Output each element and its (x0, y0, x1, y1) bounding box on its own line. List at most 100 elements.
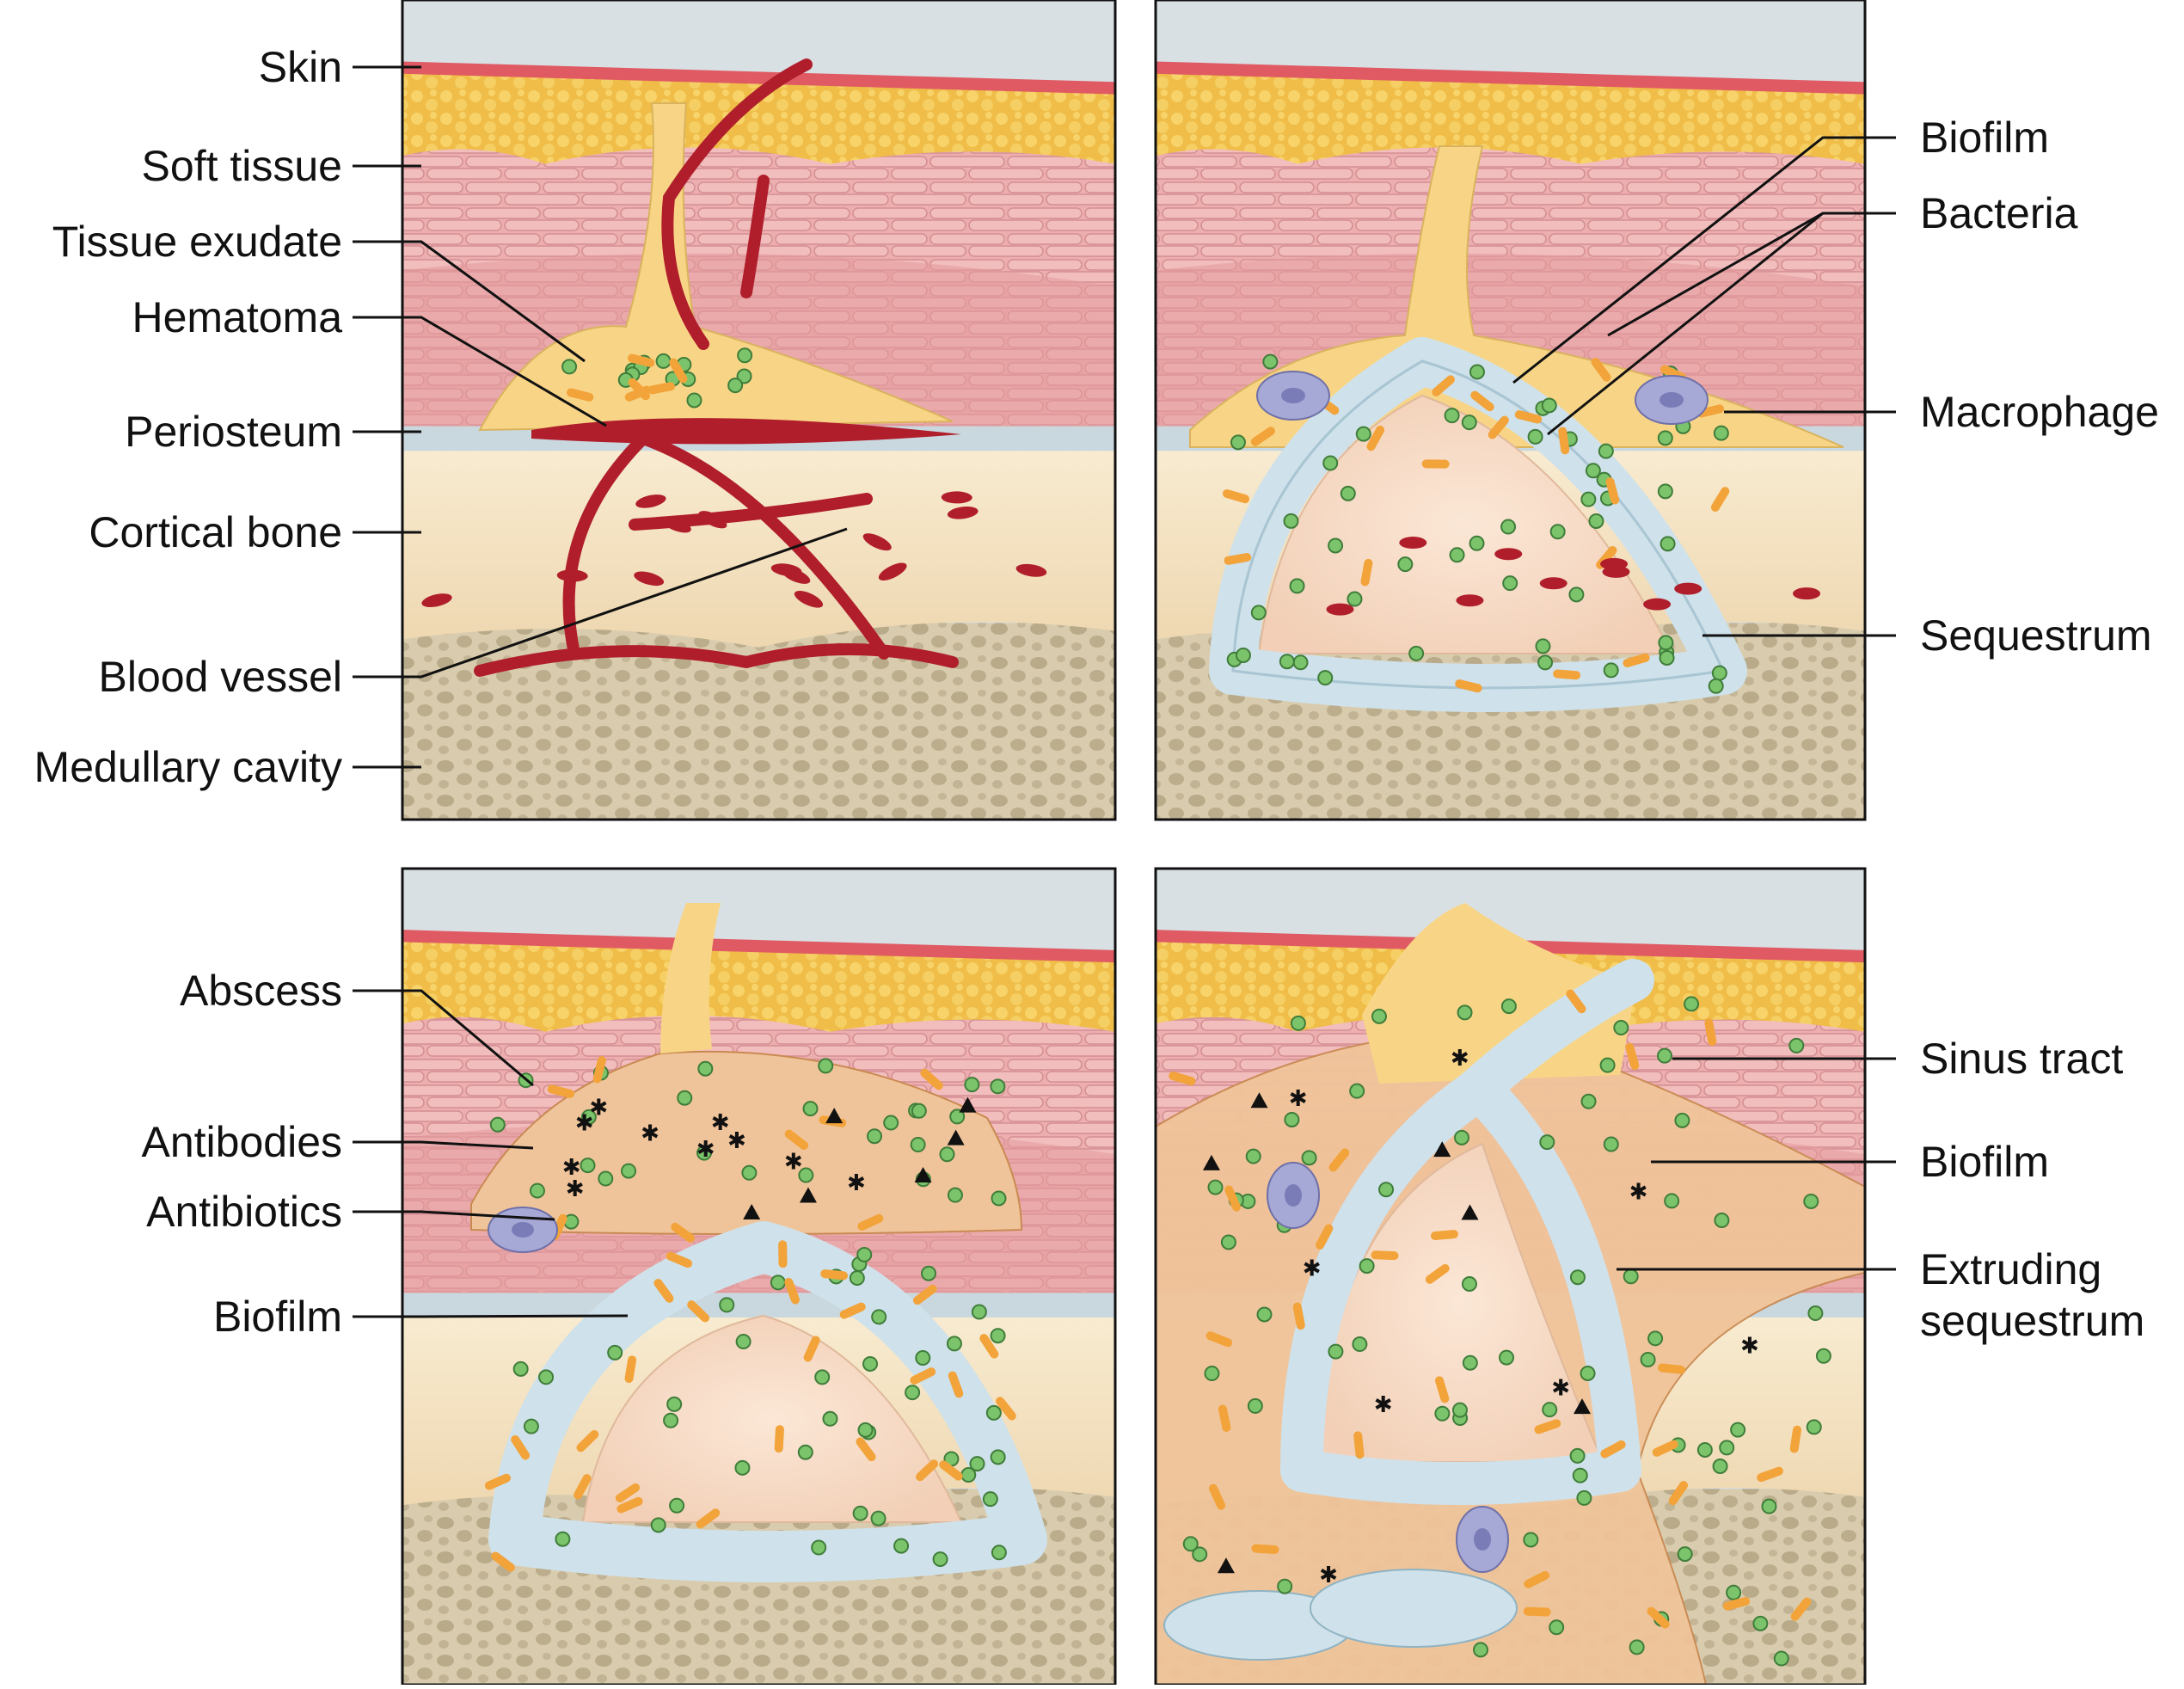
bacterium-coccus (862, 1355, 879, 1372)
bacterium-coccus (985, 1404, 1002, 1421)
bacterium-coccus (990, 1078, 1006, 1095)
bacterium-coccus (1806, 1419, 1822, 1435)
bacterium-coccus (1347, 591, 1363, 607)
bacterium-rod (1328, 1148, 1350, 1172)
bacterium-rod (1696, 404, 1725, 418)
bacterium-coccus (1807, 1305, 1824, 1322)
bacterium-rod (1553, 669, 1581, 680)
bacterium-coccus (1245, 1148, 1261, 1164)
bacterium-rod (1425, 1263, 1450, 1284)
bacterium-rod (624, 385, 652, 402)
bacterium-coccus (1588, 513, 1604, 529)
bacterium-coccus (1569, 1269, 1586, 1286)
bacterium-coccus (949, 1109, 966, 1125)
bacterium-coccus (1803, 1193, 1819, 1209)
bacterium-coccus (982, 1491, 998, 1508)
macrophage-nucleus (1659, 392, 1684, 408)
bacterium-rod (1488, 415, 1509, 439)
bacterium-coccus (857, 1422, 874, 1438)
panel-1-frame (401, 0, 1117, 821)
bacterium-rod (547, 1084, 575, 1098)
leader-line (353, 240, 586, 363)
bacterium-coccus (871, 1309, 887, 1325)
bacterium-rod (1524, 1570, 1550, 1588)
antibiotic-mark (1574, 1398, 1592, 1415)
bacterium-coccus (538, 1369, 555, 1385)
antibody-mark: ✱ (847, 1170, 866, 1196)
bacterium-coccus (512, 1360, 529, 1377)
bacterium-coccus (1539, 1134, 1555, 1151)
bacterium-rod (1455, 679, 1482, 693)
bacterium-rod (1605, 477, 1620, 505)
leader-line (353, 1210, 555, 1221)
antibody-mark: ✱ (727, 1128, 746, 1154)
leader-line (353, 316, 607, 427)
bacterium-rod (1169, 1072, 1196, 1086)
bacterium-coccus (1322, 455, 1339, 471)
vessel-section (1326, 603, 1354, 616)
bacterium-coccus (893, 1538, 910, 1554)
biofilm (488, 1221, 1047, 1582)
bacterium-coccus (991, 1190, 1007, 1207)
antibiotic-mark (825, 1108, 844, 1124)
label-blood-vessel: Blood vessel (98, 653, 343, 701)
panel-1 (402, 0, 1115, 820)
antibody-mark: ✱ (575, 1110, 594, 1136)
bacterium-coccus (1580, 491, 1597, 507)
bacterium-coccus (1499, 1349, 1515, 1366)
bacterium-coccus (1461, 415, 1477, 431)
bacterium-rod (1470, 390, 1494, 412)
bacterium-rod (1434, 1376, 1450, 1403)
bacterium-coccus (598, 1170, 614, 1187)
bacterium-rod (856, 1437, 876, 1462)
bacterium-coccus (1397, 556, 1414, 573)
bacterium-coccus (1317, 670, 1334, 686)
bacterium-rod (1224, 553, 1252, 565)
bacterium-rod (1514, 410, 1543, 424)
bacterium-coccus (1657, 483, 1673, 500)
blood-vessel (474, 643, 959, 677)
leader-line (353, 527, 848, 679)
bacterium-rod (1316, 1224, 1334, 1250)
bacterium-rod (1668, 1481, 1689, 1506)
bacterium-coccus (1500, 998, 1517, 1015)
bacterium-coccus (1659, 536, 1676, 552)
macrophage-nucleus (1281, 388, 1305, 403)
antibody-mark: ✱ (711, 1110, 730, 1136)
bacterium-coccus (1290, 1015, 1306, 1031)
bacterium-coccus (555, 1531, 571, 1547)
bacterium-rod (1208, 1483, 1226, 1510)
bacterium-coccus (1250, 605, 1267, 621)
bacterium-coccus (1256, 1306, 1273, 1323)
bacterium-coccus (1359, 1258, 1375, 1274)
antibody-mark: ✱ (1551, 1375, 1570, 1401)
antibody-mark: ✱ (566, 1176, 585, 1202)
bacterium-rod (1353, 1431, 1365, 1459)
bacterium-rod (1534, 1419, 1561, 1434)
bacterium-coccus (1623, 1268, 1639, 1285)
bacterium-rod (1430, 1230, 1458, 1240)
label-extruding: Extruding (1920, 1245, 2102, 1293)
bacterium-coccus (1713, 425, 1729, 441)
bacterium-coccus (1576, 1489, 1592, 1506)
skin (1156, 61, 1865, 95)
bacterium-coccus (1572, 1467, 1588, 1483)
bacterium-coccus (802, 1101, 819, 1117)
bacterium-coccus (946, 1336, 962, 1352)
bacterium-coccus (1235, 648, 1251, 664)
bacterium-coccus (932, 1551, 948, 1568)
bacterium-rod (653, 1279, 674, 1303)
bacterium-rod (1647, 1606, 1670, 1629)
bacterium-rod (948, 1371, 964, 1398)
bacterium-rod (669, 358, 688, 384)
bacterium-coccus (696, 1145, 713, 1161)
label-skin: Skin (258, 43, 342, 91)
label-biofilm-panel2: Biofilm (1920, 114, 2050, 162)
vessel-section (421, 593, 452, 608)
bacterium-coccus (1247, 1397, 1263, 1414)
bacterium-coccus (1284, 1111, 1300, 1127)
bacterium-rod (939, 1460, 963, 1481)
antibody-mark: ✱ (1319, 1563, 1338, 1588)
bacterium-coccus (939, 1146, 955, 1163)
